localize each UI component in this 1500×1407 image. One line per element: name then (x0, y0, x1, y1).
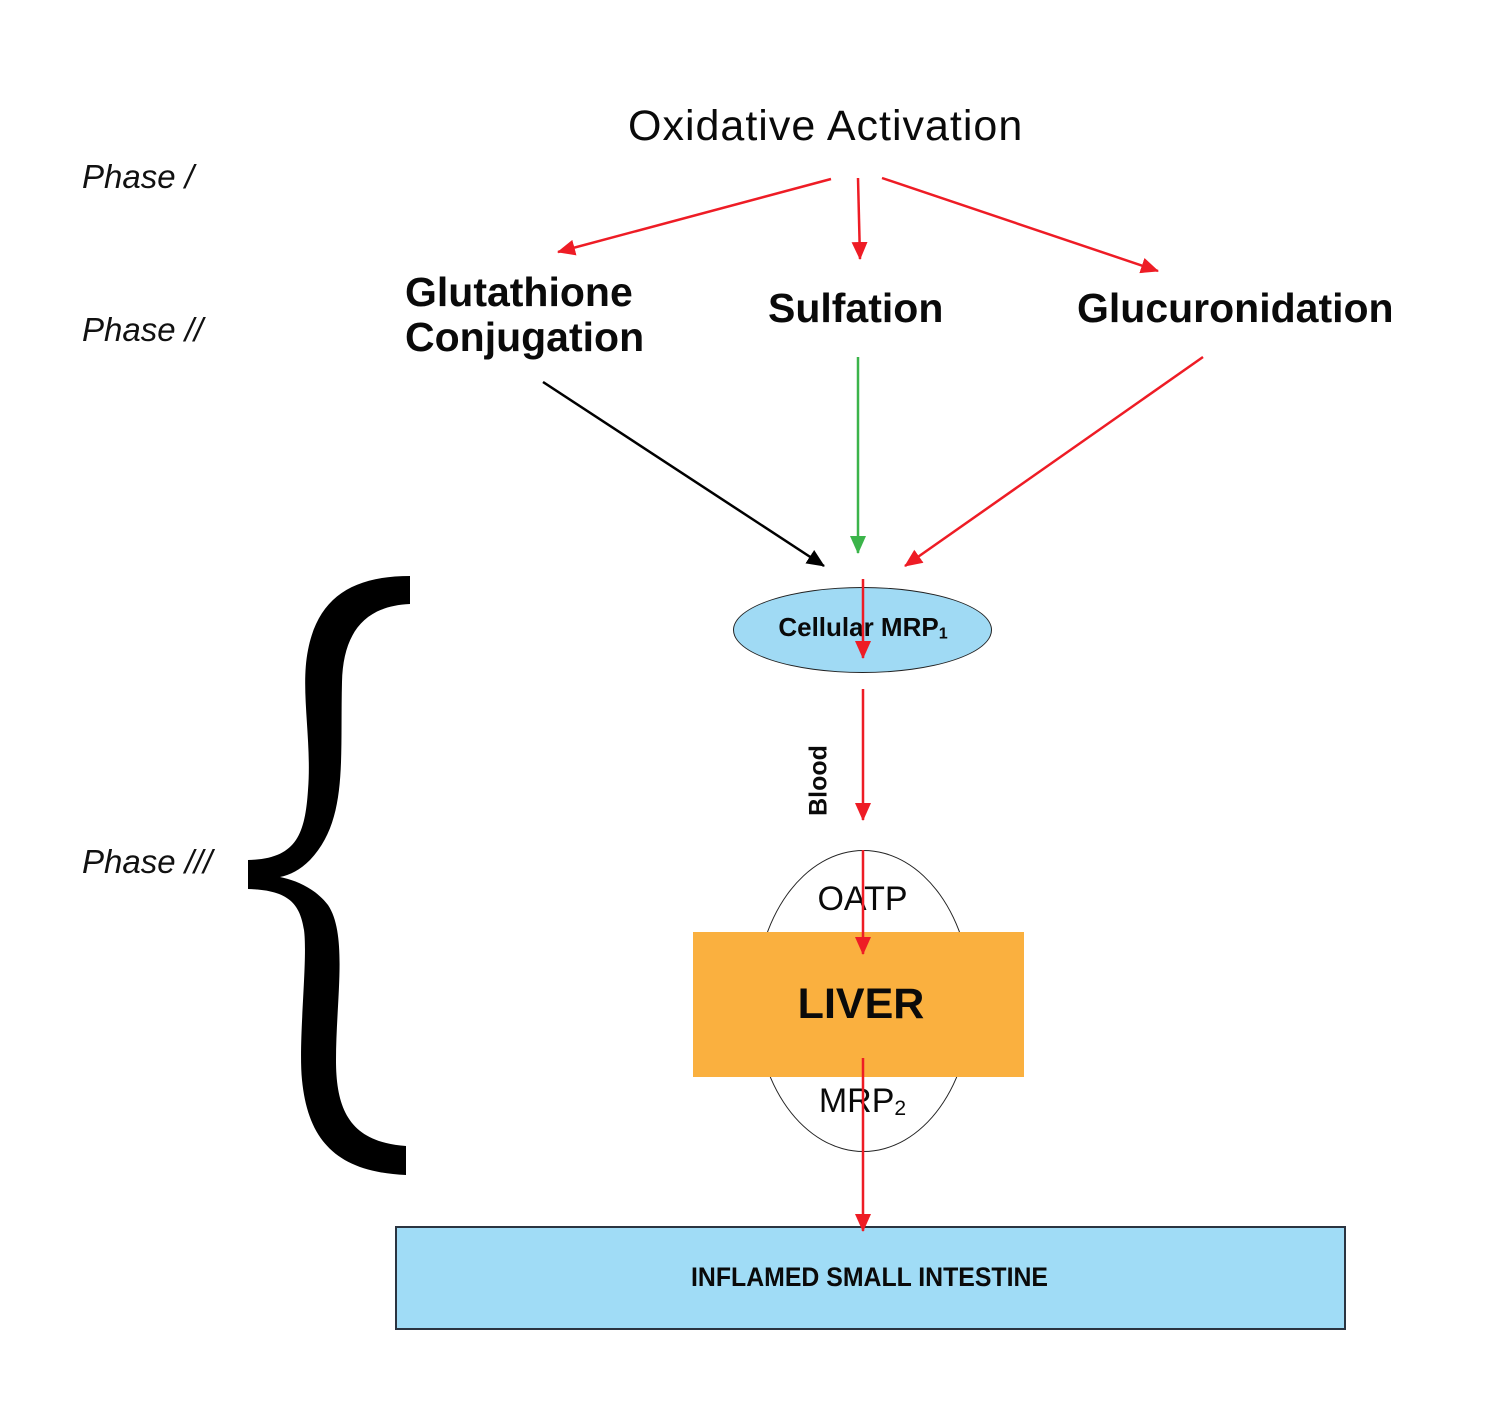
glutathione-line-2: Conjugation (405, 314, 645, 360)
mrp2-label: MRP2 (755, 1082, 970, 1121)
liver-label: LIVER (797, 980, 925, 1028)
arrow-glucuronidation-to-mrp1 (904, 355, 1204, 568)
inflamed-small-intestine-label: INFLAMED SMALL INTESTINE (691, 1262, 1048, 1292)
curly-brace-icon (248, 576, 410, 1175)
arrow-glutathione-to-mrp1 (542, 380, 825, 568)
phase-2-label: Phase // (82, 311, 204, 348)
arrow-oxidative-to-sulfation (851, 177, 868, 260)
cellular-mrp1-label: Cellular MRP1 (733, 612, 993, 643)
oatp-label: OATP (817, 880, 908, 918)
glucuronidation-node: Glucuronidation (1077, 285, 1394, 331)
inflamed-small-intestine-node (395, 1226, 1346, 1330)
phase-1-label: Phase / (82, 158, 194, 195)
arrow-oxidative-to-glucuronidation (881, 176, 1159, 274)
arrow-oxidative-to-glutathione (557, 177, 832, 256)
phase-3-label: Phase /// (82, 843, 213, 880)
sulfation-node: Sulfation (768, 285, 944, 331)
liver-node (693, 932, 1024, 1077)
mrp2-text: MRP (818, 1082, 895, 1120)
mrp2-subscript: 2 (894, 1097, 907, 1121)
glutathione-conjugation-node: Glutathione Conjugation (405, 270, 644, 360)
glutathione-line-1: Glutathione (405, 269, 633, 315)
cellular-mrp1-text: Cellular MRP (778, 612, 939, 642)
oxidative-activation-node: Oxidative Activation (628, 102, 1024, 150)
blood-label: Blood (804, 745, 833, 816)
cellular-mrp1-subscript: 1 (938, 624, 948, 643)
